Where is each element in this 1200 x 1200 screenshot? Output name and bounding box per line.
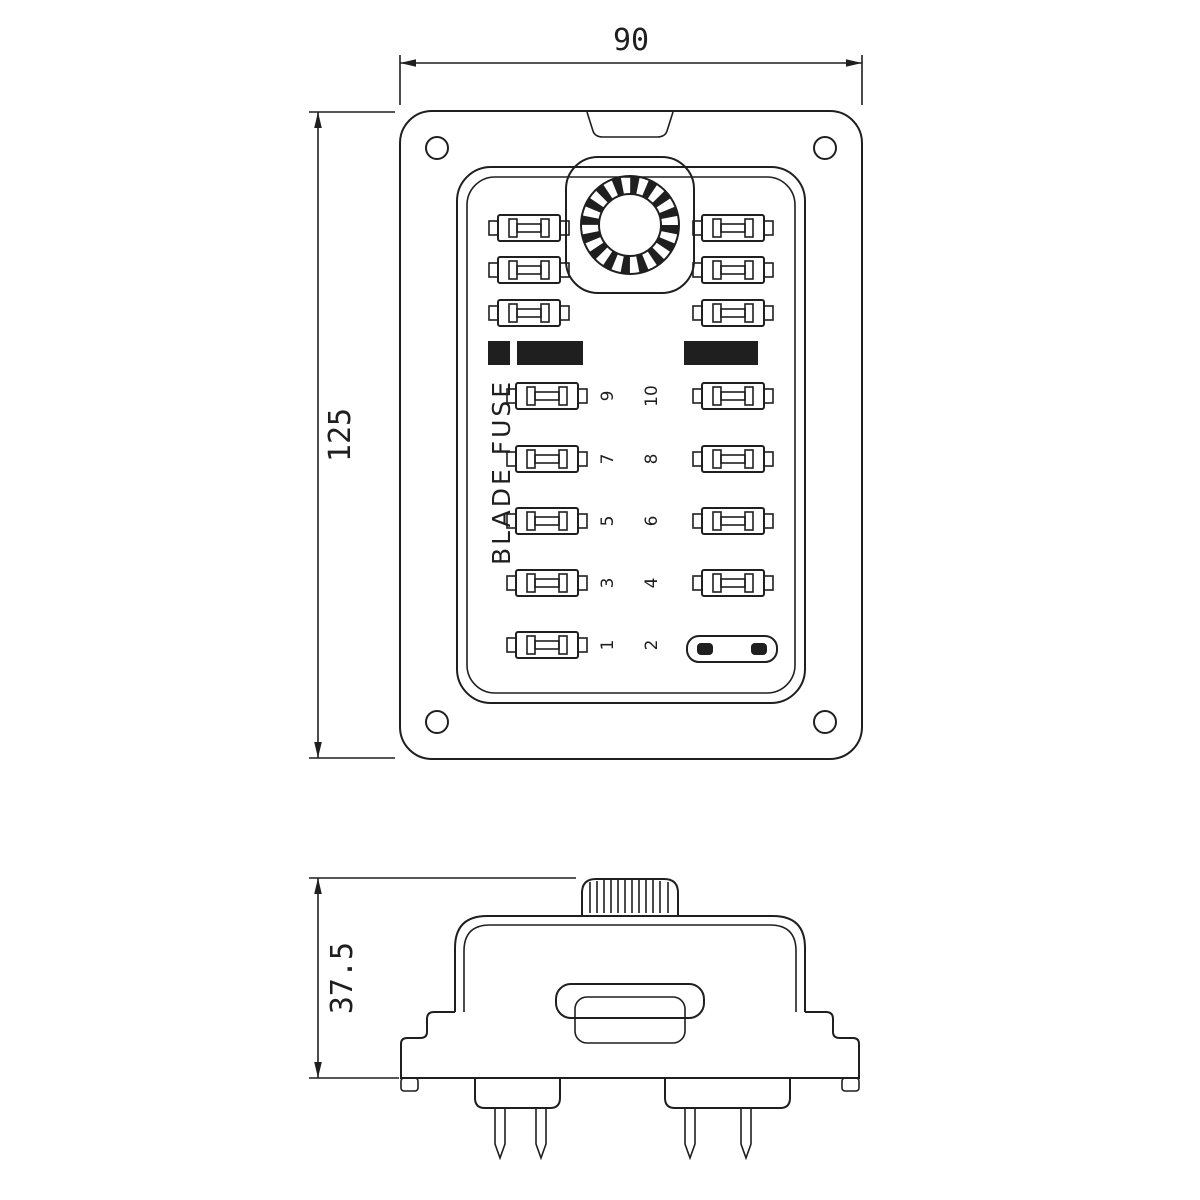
- circuit-number-label: 4: [642, 578, 662, 589]
- fuse-position: [692, 569, 774, 597]
- dimension-height: 125: [309, 111, 395, 759]
- screw-hole-bottom-left: [425, 710, 449, 734]
- fuse-position: [506, 445, 588, 473]
- installed-fuse-row: [488, 341, 758, 365]
- circuit-number-labels: 9 10 7 8 5 6 3 4 1 2: [598, 385, 662, 650]
- circuit-number-label: 9: [598, 391, 618, 402]
- fuse-position: [506, 507, 588, 535]
- nut-inner-circle: [598, 193, 662, 257]
- circuit-number-label: 2: [642, 640, 662, 651]
- screw-hole-bottom-right: [813, 710, 837, 734]
- circuit-number-label: 1: [598, 640, 618, 651]
- nut-pod-outline: [565, 156, 695, 294]
- cover-outline-inner: [466, 176, 796, 694]
- knurled-nut-profile: [581, 878, 679, 916]
- fuse-position: [692, 445, 774, 473]
- fuse-position: [692, 214, 774, 242]
- spare-fuse-slot: [686, 635, 778, 663]
- terminal-pins: [494, 1108, 752, 1161]
- latch-profile: [555, 983, 705, 1044]
- side-view: [400, 878, 860, 1161]
- terminal-pin: [684, 1108, 696, 1161]
- circuit-number-label: 6: [642, 516, 662, 527]
- circuit-number-label: 3: [598, 578, 618, 589]
- installed-fuse-left: [517, 341, 583, 365]
- dimension-width-value: 90: [613, 23, 649, 58]
- fuse-position: [506, 382, 588, 410]
- mounting-base: [400, 1011, 860, 1079]
- nut-knurl-hatching: [589, 880, 669, 913]
- terminal-pin: [494, 1108, 506, 1161]
- nut-knurl-teeth: [581, 176, 679, 274]
- screw-hole-top-right: [813, 136, 837, 160]
- fuse-position: [506, 569, 588, 597]
- knurled-nut-pod: [565, 156, 695, 294]
- circuit-number-label: 10: [642, 385, 662, 407]
- outer-housing: [399, 110, 863, 760]
- latch-outer: [555, 983, 705, 1019]
- dimension-side-height-value: 37.5: [325, 942, 360, 1014]
- latch-inner: [574, 996, 686, 1044]
- spare-slot-contact-left: [697, 643, 713, 655]
- base-foot-right: [841, 1077, 860, 1092]
- fuse-position: [488, 256, 570, 284]
- spare-slot-contact-right: [751, 643, 767, 655]
- fuse-position: [692, 507, 774, 535]
- fuse-position: [488, 299, 570, 327]
- fuse-position: [506, 631, 588, 659]
- cover-profile-outer: [454, 915, 806, 1012]
- circuit-number-label: 5: [598, 516, 618, 527]
- dimension-side-height: 37.5: [309, 877, 576, 1079]
- blade-fuse-label: BLADE FUSE: [487, 379, 516, 565]
- fuse-column-right: [692, 214, 774, 597]
- spare-slot-outline: [686, 635, 778, 663]
- terminal-pin: [740, 1108, 752, 1161]
- fuse-position: [692, 299, 774, 327]
- terminal-housing-left: [474, 1078, 561, 1109]
- fuse-position: [488, 214, 570, 242]
- circuit-number-label: 7: [598, 454, 618, 465]
- nut-profile-outline: [581, 878, 679, 916]
- terminal-pin: [535, 1108, 547, 1161]
- terminal-housing-right: [664, 1078, 791, 1109]
- fuse-position: [692, 382, 774, 410]
- top-view: 9 10 7 8 5 6 3 4 1 2 BLADE FUSE: [399, 110, 863, 760]
- base-foot-left: [400, 1077, 419, 1092]
- cover-profile-inner: [463, 924, 797, 1012]
- circuit-number-label: 8: [642, 454, 662, 465]
- installed-fuse-tab-left: [488, 341, 510, 365]
- installed-fuse-right: [684, 341, 758, 365]
- cover-outline-outer: [456, 166, 806, 704]
- latch-tab: [586, 111, 674, 138]
- dimension-height-value: 125: [323, 408, 358, 462]
- dimension-height-extension-lines: [309, 111, 395, 759]
- dimension-side-height-extension-lines: [309, 877, 576, 1079]
- fuse-position: [692, 256, 774, 284]
- dimension-width: 90: [399, 23, 863, 105]
- screw-hole-top-left: [425, 136, 449, 160]
